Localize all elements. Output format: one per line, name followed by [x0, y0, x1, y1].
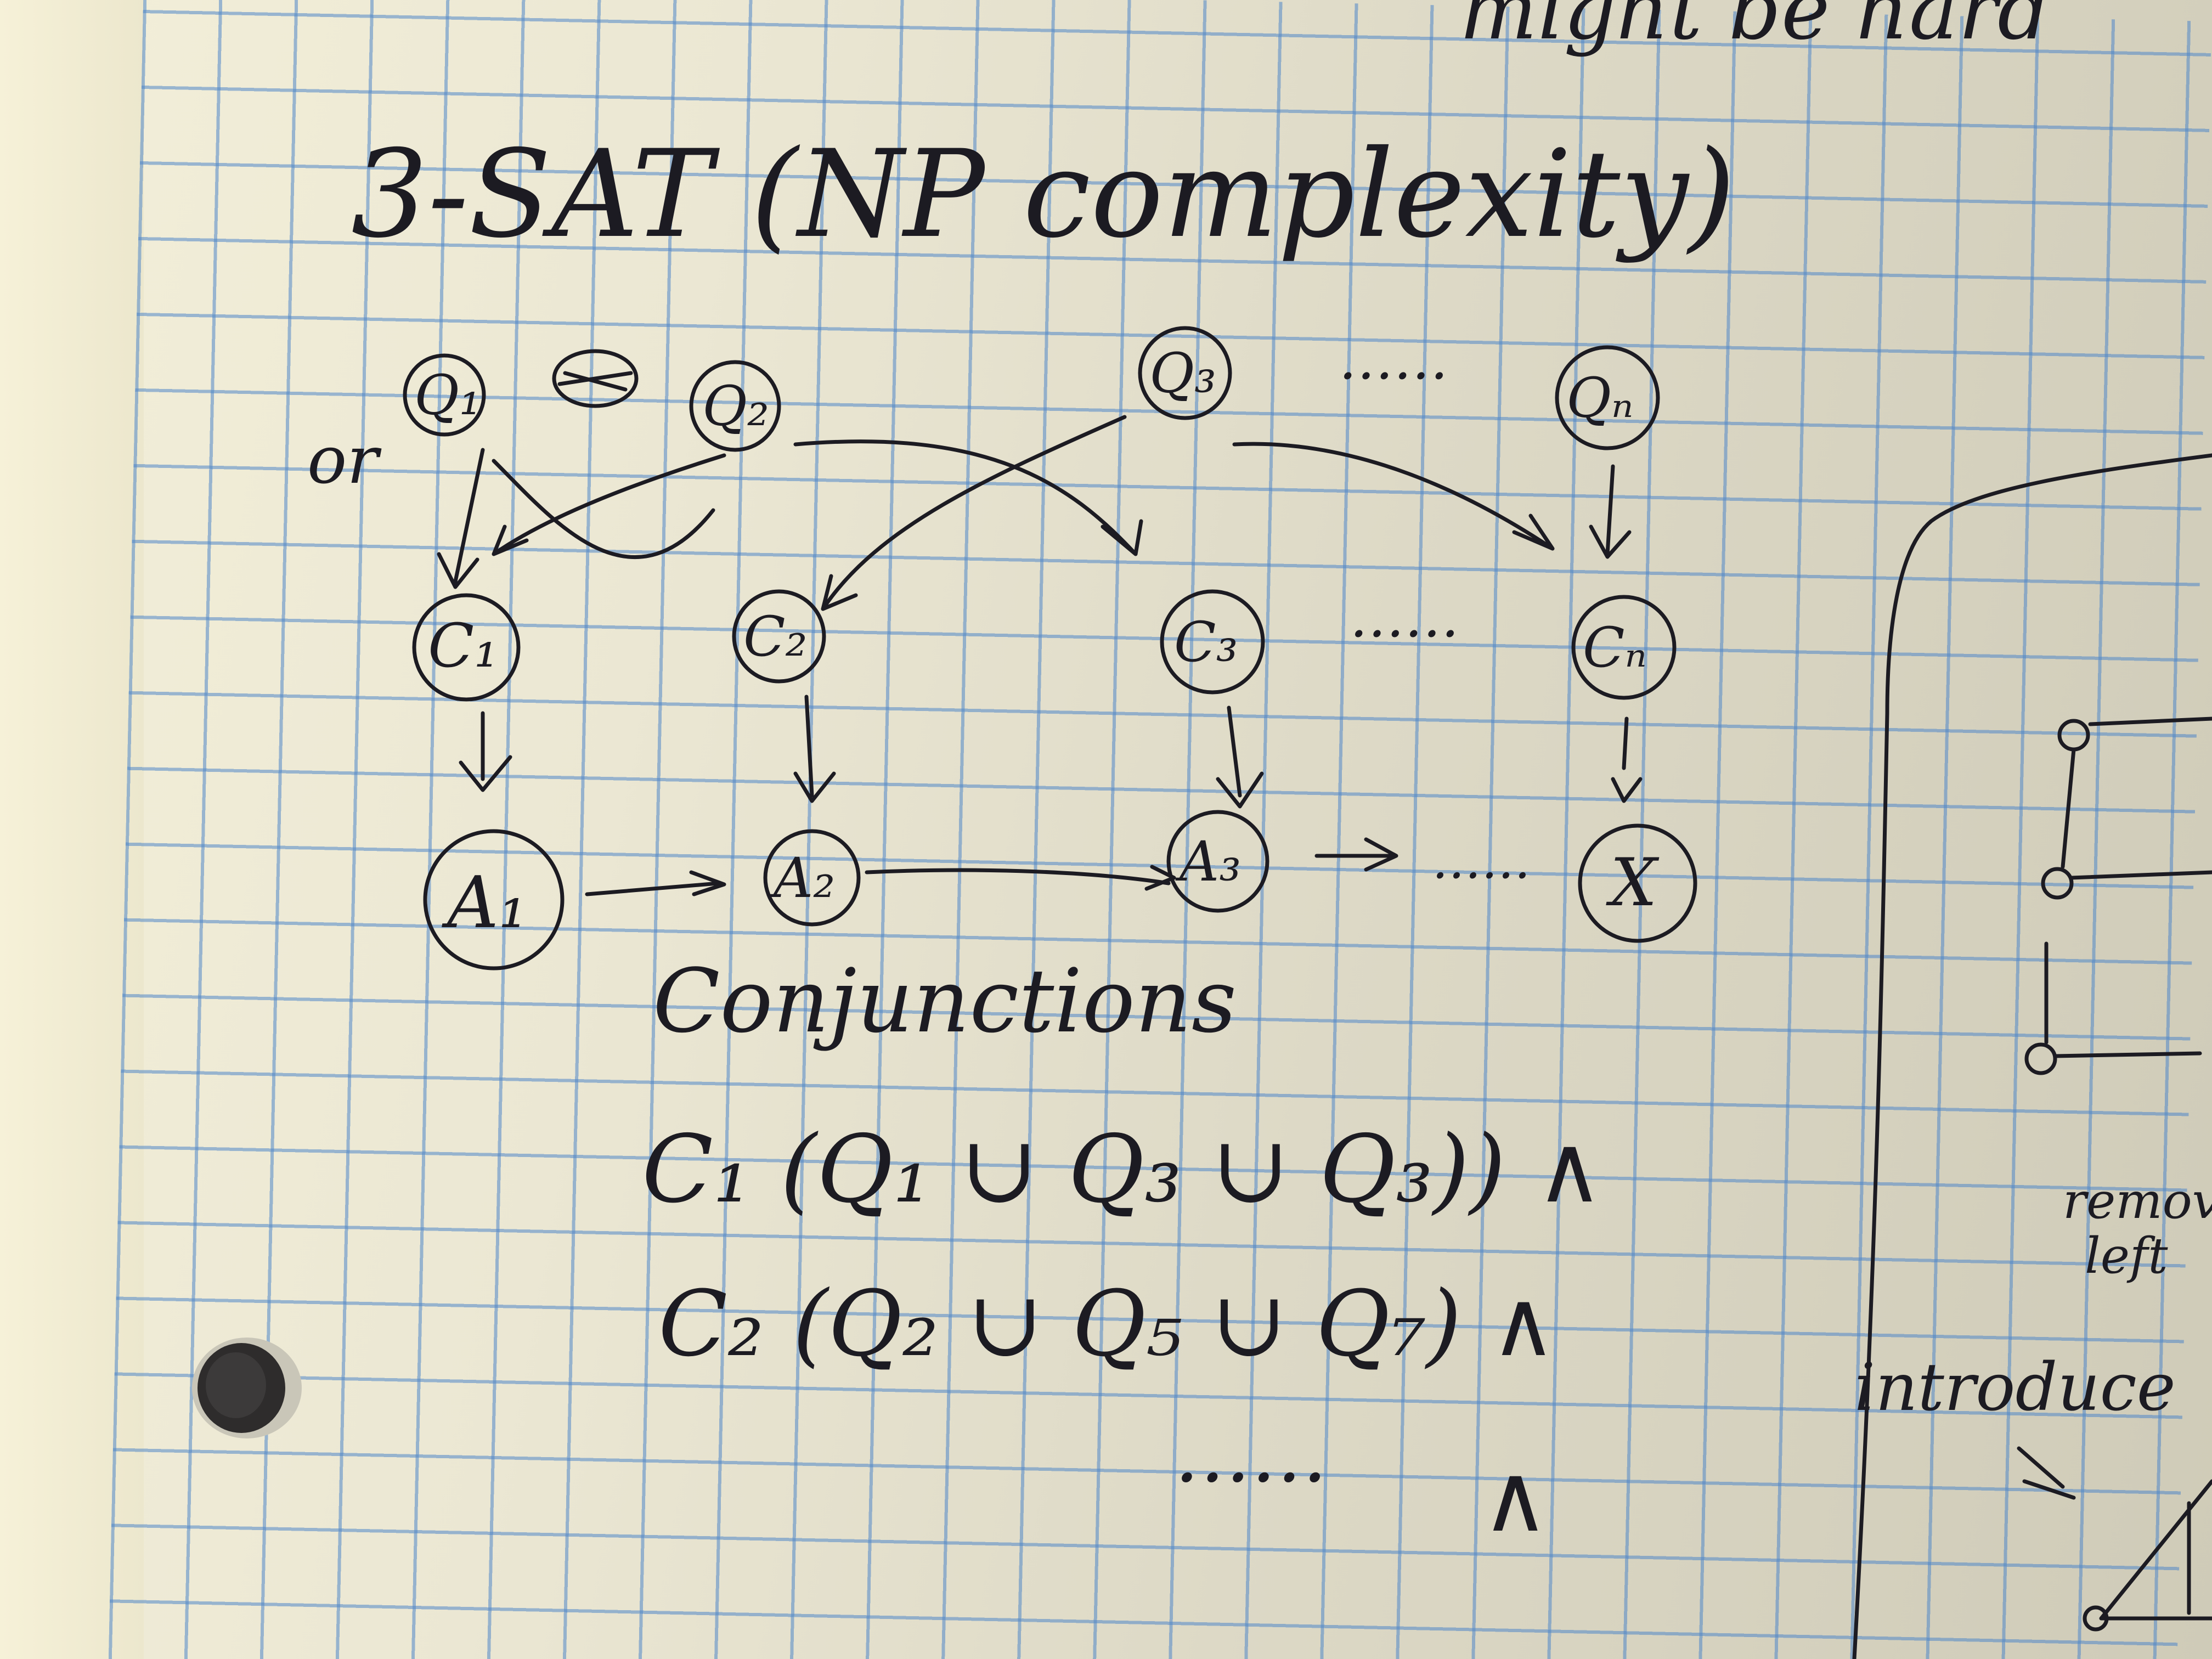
graph-paper-grid — [108, 0, 2212, 1659]
binder-hole — [192, 1338, 302, 1438]
